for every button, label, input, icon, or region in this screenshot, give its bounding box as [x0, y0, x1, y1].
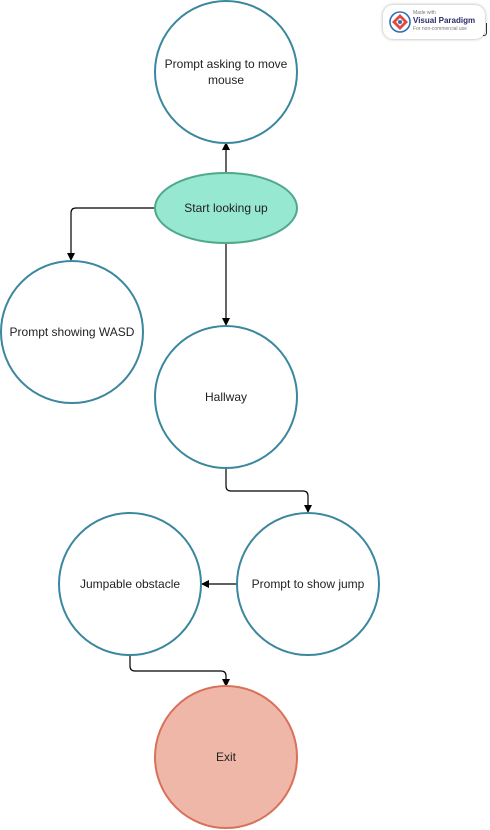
edge-jumpable-to-exit — [129, 655, 230, 687]
node-start-looking-up-shape — [154, 172, 298, 244]
watermark-brand: Visual Paradigm — [413, 16, 476, 25]
node-prompt-move-mouse: Prompt asking to move mouse — [154, 0, 298, 144]
edge-hallway-to-prompt-jump — [225, 468, 312, 513]
node-exit: Exit — [154, 685, 298, 829]
node-jumpable-obstacle: Jumpable obstacle — [58, 512, 202, 656]
node-prompt-wasd: Prompt showing WASD — [0, 260, 144, 404]
watermark-made-with: Made with — [413, 10, 436, 16]
node-prompt-move-mouse-shape — [154, 0, 298, 144]
node-prompt-move-mouse-label-line2: mouse — [208, 73, 244, 87]
watermark-hook-mark — [483, 23, 487, 36]
node-prompt-wasd-shape — [0, 260, 144, 404]
node-prompt-wasd-label: Prompt showing WASD — [10, 325, 135, 339]
node-prompt-move-mouse-label: Prompt asking to move — [165, 57, 288, 71]
node-prompt-jump: Prompt to show jump — [236, 512, 380, 656]
node-jumpable-obstacle-shape — [58, 512, 202, 656]
visual-paradigm-logo-icon — [389, 11, 411, 33]
visual-paradigm-watermark: Made with Visual Paradigm For non-commer… — [383, 5, 487, 39]
watermark-note: For non-commercial use — [413, 26, 467, 32]
node-jumpable-obstacle-label: Jumpable obstacle — [80, 577, 180, 591]
node-exit-shape — [154, 685, 298, 829]
node-hallway-shape — [154, 325, 298, 469]
node-hallway-label: Hallway — [205, 390, 247, 404]
node-start-looking-up: Start looking up — [154, 172, 298, 244]
node-hallway: Hallway — [154, 325, 298, 469]
edges — [67, 142, 312, 687]
node-prompt-jump-shape — [236, 512, 380, 656]
edge-start-to-prompt-wasd — [67, 207, 156, 261]
node-start-looking-up-label: Start looking up — [184, 201, 268, 215]
node-prompt-jump-label: Prompt to show jump — [252, 577, 365, 591]
node-exit-label: Exit — [216, 750, 237, 764]
